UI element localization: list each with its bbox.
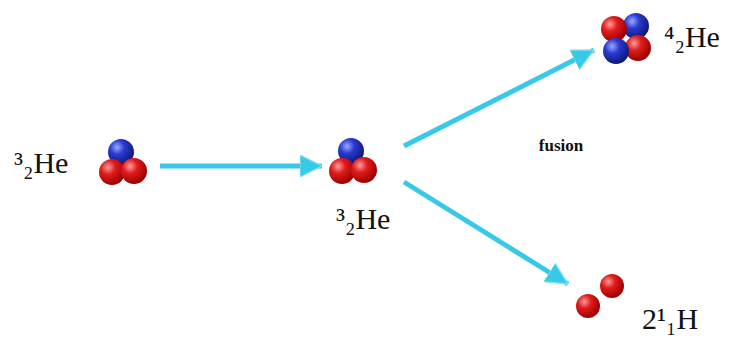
reaction-arrow bbox=[404, 182, 568, 284]
proton bbox=[600, 274, 624, 298]
isotope-symbol: ⁴₂He bbox=[664, 20, 720, 55]
reaction-arrow bbox=[404, 50, 594, 146]
isotope-symbol: ³₂He bbox=[14, 146, 68, 181]
proton bbox=[625, 35, 651, 61]
isotope-symbol: ³₂He bbox=[336, 202, 390, 237]
neutron bbox=[603, 38, 629, 64]
neutron bbox=[623, 13, 649, 39]
nucleus-node: ³₂He bbox=[322, 132, 404, 244]
nucleus-node: ³₂He bbox=[8, 138, 160, 194]
proton bbox=[576, 294, 600, 318]
proton bbox=[121, 158, 147, 184]
proton bbox=[351, 157, 377, 183]
isotope-symbol: 2¹₁H bbox=[642, 302, 698, 337]
proton bbox=[601, 16, 627, 42]
nucleus-node: ⁴₂He bbox=[594, 8, 736, 70]
nucleus-node: 2¹₁H bbox=[568, 266, 728, 344]
reaction-arrow bbox=[160, 164, 322, 169]
edge-label: fusion bbox=[536, 136, 586, 156]
